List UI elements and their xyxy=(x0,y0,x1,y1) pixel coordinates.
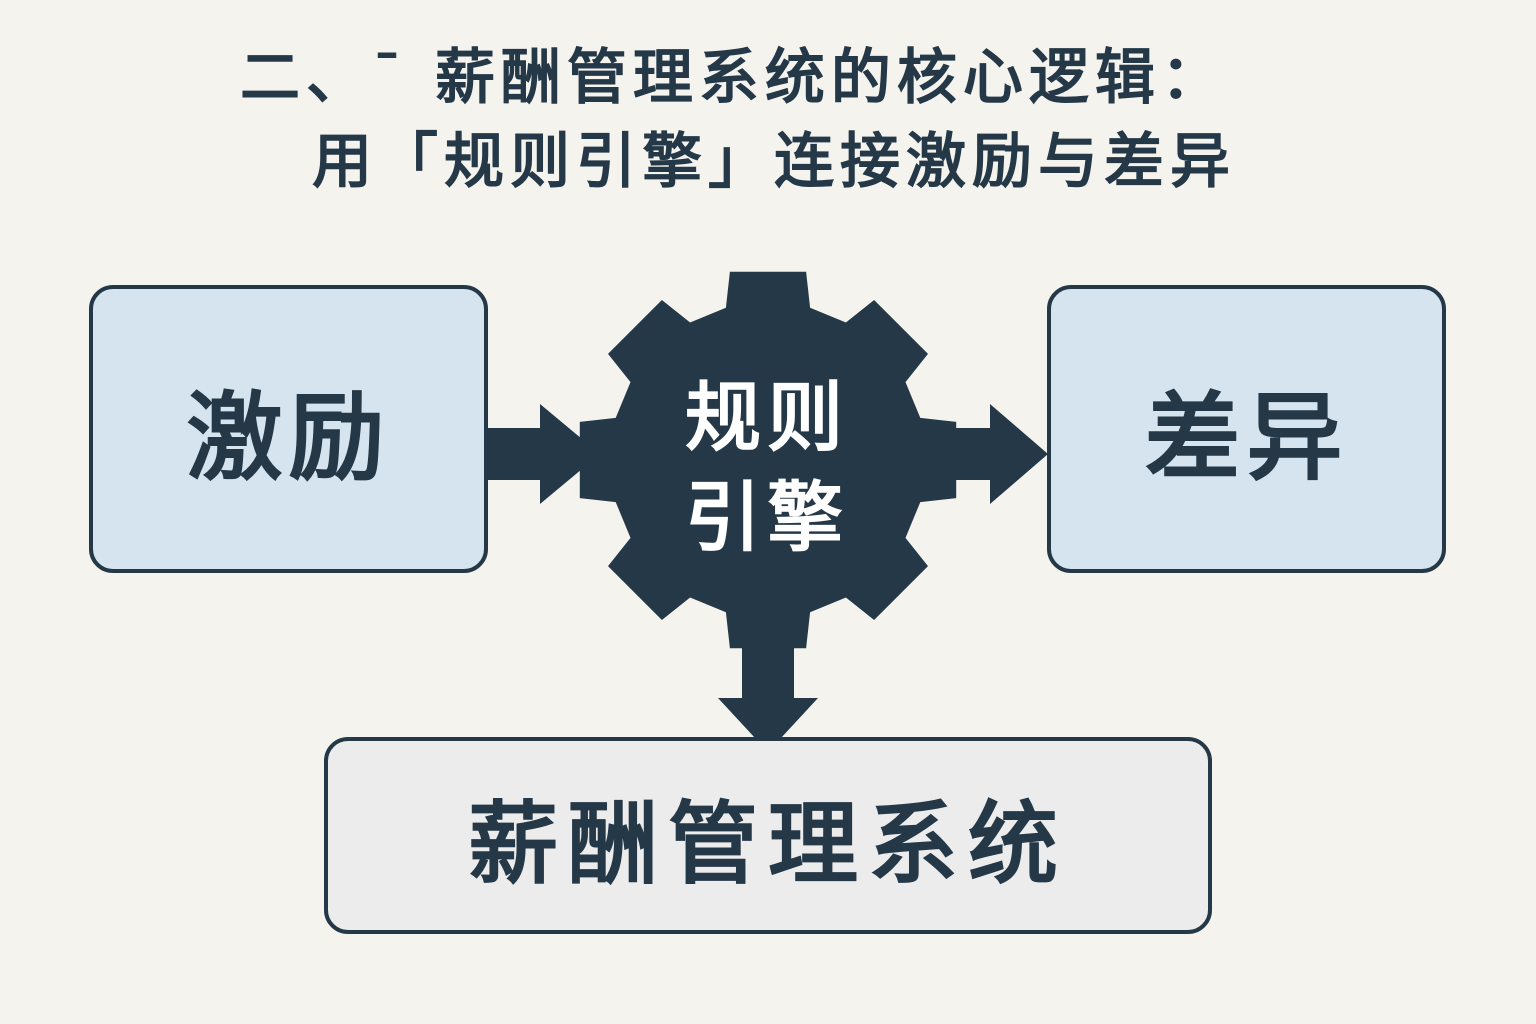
diagram-title-line-1: 二、¯ 薪酬管理系统的核心逻辑： xyxy=(240,43,1227,113)
rule-engine-label: 规则 引擎 xyxy=(617,368,917,568)
arrow-incentive-to-engine xyxy=(488,404,600,504)
gear-body xyxy=(579,271,957,649)
arrow-engine-to-difference xyxy=(940,404,1048,504)
rule-engine-label-line-1: 规则 xyxy=(685,373,849,462)
gear-icon xyxy=(579,271,957,649)
difference-box: 差异 xyxy=(1047,285,1446,573)
arrow-engine-to-system xyxy=(718,640,818,752)
incentive-box: 激励 xyxy=(89,285,488,573)
diagram-title-line-2: 用「规则引擎」连接激励与差异 xyxy=(312,127,1236,197)
compensation-system-box: 薪酬管理系统 xyxy=(324,737,1212,934)
difference-label: 差异 xyxy=(1144,381,1349,494)
compensation-system-label: 薪酬管理系统 xyxy=(468,791,1068,897)
incentive-label: 激励 xyxy=(186,381,391,494)
rule-engine-label-line-2: 引擎 xyxy=(685,473,849,562)
